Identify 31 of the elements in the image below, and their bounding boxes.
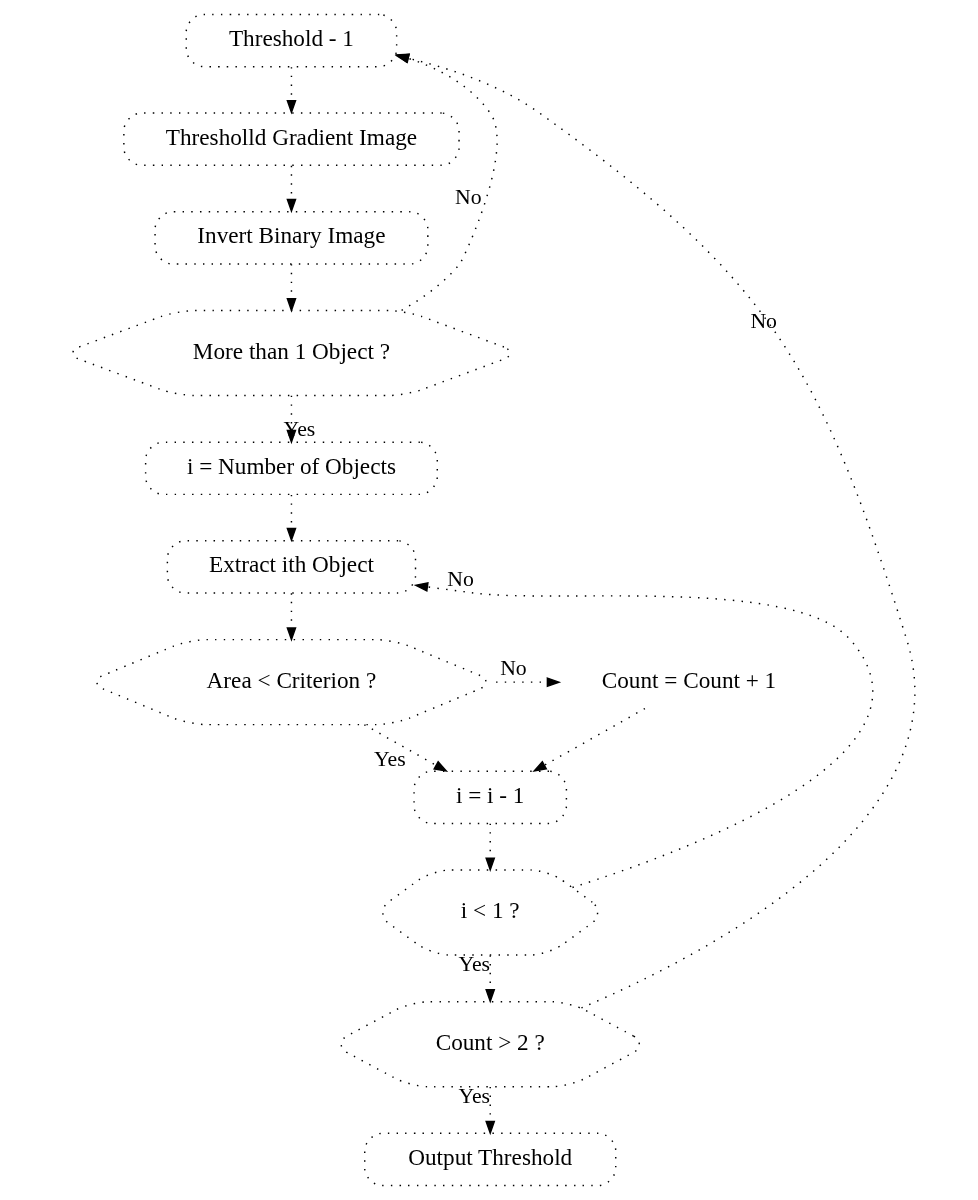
node-ellipse: Count > 2 ? — [340, 1001, 640, 1088]
node-box: Threshold - 1 — [185, 13, 398, 68]
arrow — [485, 954, 496, 1004]
arrow — [532, 707, 646, 773]
node-text: Count = Count + 1 — [601, 666, 777, 693]
arrow — [485, 1086, 496, 1136]
node-ellipse: More than 1 Object ? — [72, 309, 511, 397]
arrow — [485, 822, 496, 873]
arrow — [286, 592, 297, 642]
arrow — [286, 263, 297, 313]
node-ellipse: i < 1 ? — [382, 869, 599, 956]
node-box: Extract ith Object — [166, 540, 417, 594]
node-box: Output Threshold — [364, 1132, 617, 1187]
edge-label: No — [500, 655, 527, 680]
node-ellipse: Area < Criterion ? — [96, 638, 487, 726]
arrow — [286, 165, 297, 214]
node-box: Invert Binary Image — [154, 211, 429, 265]
node-box: Thresholld Gradient Image — [123, 112, 460, 167]
arrow — [286, 66, 297, 115]
arrow — [394, 53, 916, 1009]
arrow — [363, 724, 449, 773]
node-box: i = i - 1 — [413, 770, 568, 825]
edge-label: No — [447, 566, 474, 591]
node-box: i = Number of Objects — [144, 441, 438, 496]
edge-label: No — [750, 309, 777, 334]
arrow — [286, 494, 297, 543]
arrow — [394, 53, 498, 312]
arrow — [413, 581, 874, 889]
edge-label: Yes — [373, 746, 406, 771]
edge-label: No — [454, 185, 482, 210]
arrow — [495, 677, 562, 688]
